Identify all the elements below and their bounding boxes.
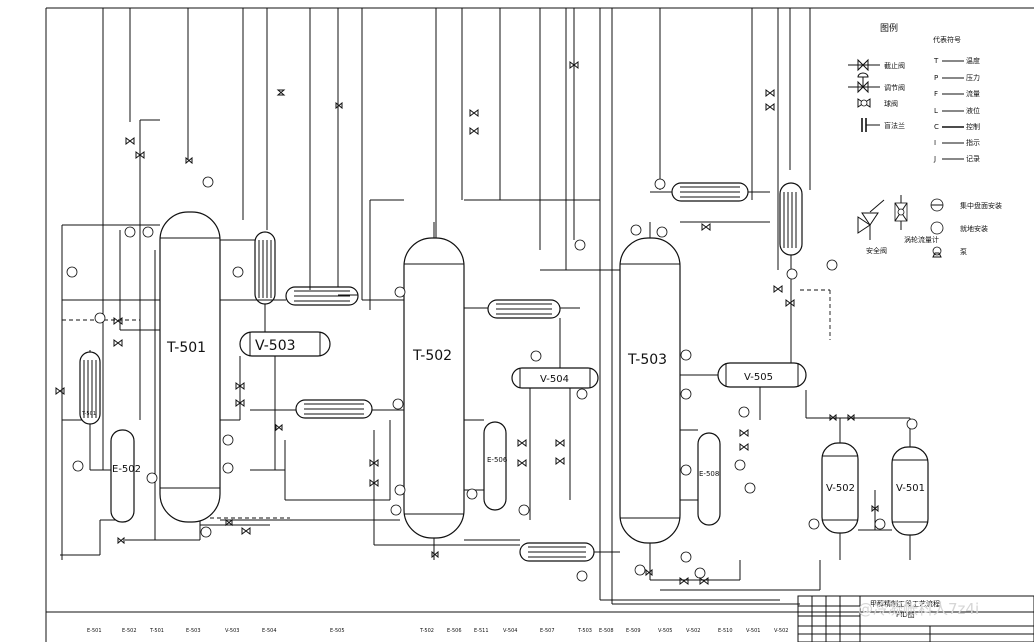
svg-text:T-501: T-501 [81,411,96,417]
v503-label: V-503 [255,338,296,354]
code-letter-5: I [934,139,936,147]
vessel-v505[interactable]: V-505 [680,362,807,420]
bottom-tag-19: V-502 [774,628,788,634]
legend-rotameter: 涡轮流量计 [894,195,939,244]
code-letter-3: L [934,107,938,115]
vessel-v503[interactable]: V-503 [239,331,331,357]
legend-symbol-1: 调节阀 [884,83,905,92]
code-letter-6: J [933,155,936,163]
legend-code-title: 代表符号 [933,35,961,44]
legend-symbol-0: 截止阀 [884,61,905,70]
valve-symbols [55,61,879,585]
e502-label: E-502 [112,464,141,475]
e506-label: E-506 [487,456,508,464]
legend-codes: T 温度 P 压力 F 流量 L 液位 C 控制 I 指示 J 记录 [933,56,980,163]
v502-label: V-502 [826,483,855,494]
condenser-e503 [220,231,276,336]
legend-safety-valve-label: 安全阀 [866,246,887,255]
bottom-tag-0: E-501 [87,628,102,634]
bottom-tag-18: V-501 [746,628,760,634]
t502-label: T-502 [412,348,452,364]
column-t503[interactable]: T-503 [619,222,681,580]
legend-control-valve-row: 调节阀 [848,72,905,94]
bottom-tag-4: V-503 [225,628,239,634]
v504-label: V-504 [540,374,569,385]
column-t501[interactable]: T-501 [159,211,221,523]
vessel-e506: E-506 [464,419,508,511]
bottom-tag-16: V-502 [686,628,700,634]
exchanger-e509 [464,539,620,562]
legend-local-install: 就地安装 [960,224,988,233]
bottom-tag-17: E-510 [718,628,733,634]
code-letter-2: F [934,90,938,98]
bottom-tag-6: E-505 [330,628,345,634]
legend-safety-valve: 安全阀 [857,199,887,255]
title-block-title: 甲醇精制工段工艺流程 [870,599,940,608]
bottom-tag-2: T-501 [149,628,164,634]
legend-ball-valve-row: 球阀 [857,98,898,108]
v505-label: V-505 [744,372,773,383]
v501-label: V-501 [896,483,925,494]
t501-piping [220,199,404,521]
code-meaning-1: 压力 [966,73,980,82]
t501-label: T-501 [166,340,206,356]
exchanger-e510-top [650,182,770,223]
vessel-v501[interactable]: V-501 [891,446,929,536]
watermark: @冷凝帐科人7z4i [858,600,979,618]
column-t502[interactable]: T-502 [403,222,465,560]
code-meaning-0: 温度 [966,56,980,65]
code-letter-4: C [934,123,939,131]
legend-title: 图例 [880,22,898,34]
vessel-v504[interactable]: V-504 [511,318,599,520]
exchanger-e504 [240,286,359,306]
code-letter-1: P [934,74,938,82]
legend: 图例 代表符号 截止阀 调节阀 球阀 盲法兰 T [848,22,1002,258]
vessel-e508: E-508 [680,429,721,526]
e508-label: E-508 [699,470,719,478]
bottom-tag-1: E-502 [122,628,137,634]
code-meaning-2: 流量 [966,89,980,98]
legend-pump: 泵 [960,248,967,256]
title-block-subtitle: PID图 [896,611,915,619]
legend-central-install: 集中盘面安装 [960,201,1002,210]
legend-install-types: 集中盘面安装 就地安装 泵 [930,198,1002,258]
code-meaning-6: 记录 [966,155,980,163]
bottom-tag-10: V-504 [503,628,517,634]
bottom-tag-13: E-508 [599,628,614,634]
vessel-e502: E-502 [110,429,141,523]
code-meaning-3: 液位 [966,106,980,115]
vessel-v502[interactable]: V-502 [821,442,859,534]
bottom-tag-15: V-505 [658,628,672,634]
instrument-bubbles [66,176,918,582]
bottom-tag-7: T-502 [419,628,434,634]
bottom-tag-9: E-511 [474,628,489,634]
legend-symbol-3: 盲法兰 [884,121,905,130]
bottom-tag-8: E-506 [447,628,462,634]
exchanger-e501: T-501 [79,351,101,425]
code-letter-0: T [933,57,939,65]
bottom-tag-3: E-503 [186,628,201,634]
bottom-tag-row: E-501 E-502 T-501 E-503 V-503 E-504 E-50… [87,628,788,634]
bottom-tag-14: E-509 [626,628,641,634]
pumps [200,504,886,576]
bottom-tag-12: T-503 [577,628,592,634]
bottom-tag-5: E-504 [262,628,277,634]
bottom-tag-11: E-507 [540,628,555,634]
bottom-lines [373,199,821,605]
legend-rotameter-label: 涡轮流量计 [904,235,939,244]
legend-symbol-2: 球阀 [884,99,898,108]
exchanger-e507 [464,269,620,319]
legend-blind-flange-row: 盲法兰 [861,118,905,132]
title-block: 甲醇精制工段工艺流程 PID图 [797,595,1034,642]
t503-label: T-503 [627,352,667,368]
legend-gate-valve-row: 截止阀 [848,58,905,72]
code-meaning-5: 指示 [966,138,980,147]
code-meaning-4: 控制 [966,122,980,131]
top-pipes [102,8,811,470]
condenser-right [779,182,831,363]
exchanger-e505 [250,399,404,419]
